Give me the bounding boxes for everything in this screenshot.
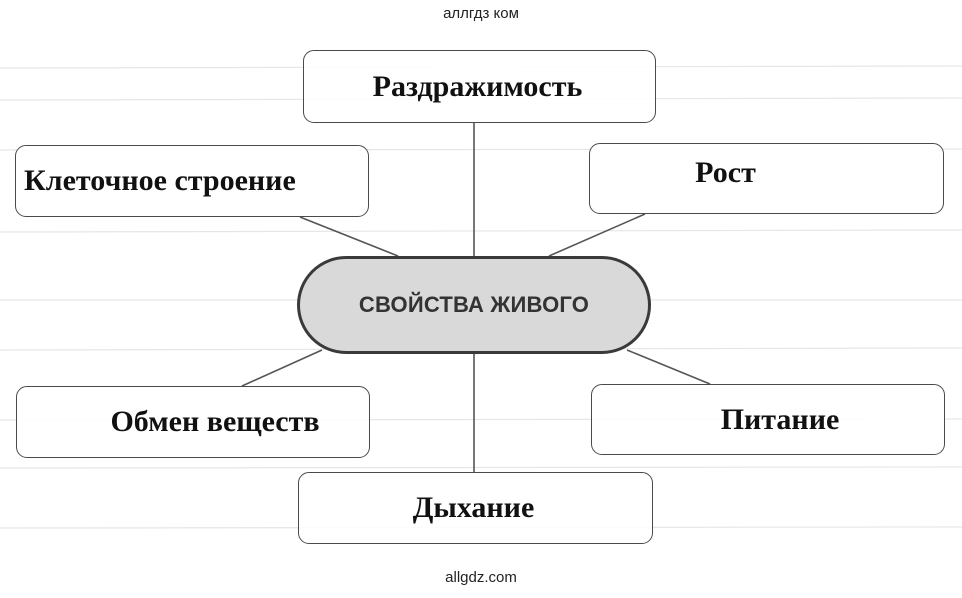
center-node-label: СВОЙСТВА ЖИВОГО xyxy=(358,292,590,317)
node-metabolism-label: Обмен веществ xyxy=(110,405,320,438)
connector-right-top xyxy=(548,213,646,257)
connector-left-bottom xyxy=(241,349,323,387)
node-metabolism: Обмен веществ xyxy=(16,386,370,458)
watermark-bottom: allgdz.com xyxy=(445,569,517,586)
node-irritability: Раздражимость xyxy=(303,50,656,123)
node-cellular-structure-label: Клеточное строение xyxy=(24,164,296,197)
center-node-properties-of-living: СВОЙСТВА ЖИВОГО xyxy=(297,256,651,354)
node-nutrition-label: Питание xyxy=(720,402,840,436)
node-growth-label: Рост xyxy=(695,156,756,189)
watermark-top: аллгдз ком xyxy=(443,5,519,22)
node-irritability-label: Раздражимость xyxy=(372,69,583,103)
node-respiration: Дыхание xyxy=(298,472,653,544)
node-cellular-structure: Клеточное строение xyxy=(15,145,369,217)
connector-right-bottom xyxy=(626,349,711,385)
node-growth: Рост xyxy=(589,143,944,214)
node-nutrition: Питание xyxy=(591,384,945,455)
connector-left-top xyxy=(299,216,399,257)
node-respiration-label: Дыхание xyxy=(412,491,535,524)
